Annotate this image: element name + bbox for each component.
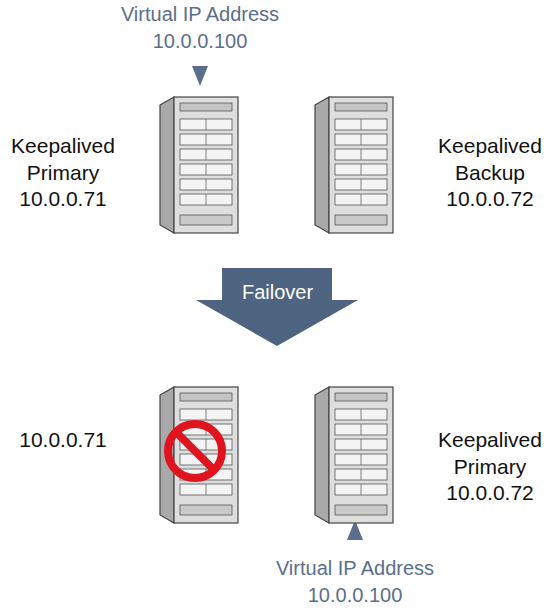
- drive-bay: [335, 149, 387, 160]
- bay-divider: [206, 164, 207, 175]
- failure-sign: [168, 424, 222, 478]
- arrow-body: [196, 268, 358, 346]
- arrow-shape: [195, 266, 360, 348]
- drive-bay: [180, 164, 232, 175]
- drive-bay: [335, 454, 387, 465]
- drive-bay: [180, 179, 232, 190]
- bay-divider: [206, 439, 207, 450]
- bay-divider: [361, 149, 362, 160]
- server-base: [335, 505, 387, 515]
- drive-bay: [180, 119, 232, 130]
- server-label: 10.0.0.71: [0, 427, 126, 454]
- bay-divider: [206, 194, 207, 205]
- bay-divider: [361, 164, 362, 175]
- bay-divider: [206, 134, 207, 145]
- server-node: Keepalived Primary 10.0.0.72: [315, 385, 395, 525]
- server-node: Keepalived Backup 10.0.0.72: [315, 95, 395, 235]
- server-front: [174, 387, 238, 523]
- server-node: 10.0.0.71: [160, 385, 240, 525]
- vip-label: Virtual IP Address 10.0.0.100: [255, 555, 455, 608]
- server-vent: [180, 103, 232, 111]
- server-front: [329, 97, 393, 233]
- vip-pointer: [192, 66, 208, 86]
- server-illustration: [160, 95, 240, 235]
- bay-divider: [361, 469, 362, 480]
- drive-bay: [335, 484, 387, 495]
- bay-divider: [361, 194, 362, 205]
- server-base: [180, 505, 232, 515]
- server-base: [180, 215, 232, 225]
- server-illustration: [160, 385, 240, 525]
- server-vent: [180, 393, 232, 401]
- server-illustration: [315, 95, 395, 235]
- bay-divider: [361, 484, 362, 495]
- server-illustration: [315, 385, 395, 525]
- server-label: Keepalived Primary 10.0.0.72: [427, 427, 553, 507]
- bay-divider: [361, 409, 362, 420]
- server-front: [329, 387, 393, 523]
- drive-bay: [335, 119, 387, 130]
- drive-bay: [335, 179, 387, 190]
- arrow-label: Failover: [195, 279, 360, 305]
- bay-divider: [206, 179, 207, 190]
- server-base: [335, 215, 387, 225]
- server-side: [315, 387, 329, 523]
- failover-arrow: Failover: [195, 266, 360, 348]
- server-side: [315, 97, 329, 233]
- drive-bay: [335, 439, 387, 450]
- drive-bay: [180, 484, 232, 495]
- bay-divider: [361, 179, 362, 190]
- failure-sign: [176, 432, 214, 470]
- server-vent: [335, 103, 387, 111]
- bay-divider: [361, 439, 362, 450]
- drive-bay: [180, 134, 232, 145]
- bay-divider: [206, 119, 207, 130]
- bay-divider: [361, 119, 362, 130]
- bay-divider: [206, 149, 207, 160]
- drive-bay: [335, 409, 387, 420]
- drive-bay: [335, 134, 387, 145]
- server-side: [160, 97, 174, 233]
- bay-divider: [206, 409, 207, 420]
- bay-divider: [206, 484, 207, 495]
- drive-bay: [180, 409, 232, 420]
- bay-divider: [361, 454, 362, 465]
- server-node: Keepalived Primary 10.0.0.71: [160, 95, 240, 235]
- drive-bay: [335, 194, 387, 205]
- server-vent: [335, 393, 387, 401]
- drive-bay: [180, 149, 232, 160]
- server-front: [174, 97, 238, 233]
- drive-bay: [335, 424, 387, 435]
- drive-bay: [180, 194, 232, 205]
- server-label: Keepalived Backup 10.0.0.72: [427, 133, 553, 213]
- drive-bay: [335, 469, 387, 480]
- bay-divider: [361, 424, 362, 435]
- drive-bay: [335, 164, 387, 175]
- server-label: Keepalived Primary 10.0.0.71: [0, 133, 126, 213]
- bay-divider: [361, 134, 362, 145]
- vip-label: Virtual IP Address 10.0.0.100: [100, 1, 300, 54]
